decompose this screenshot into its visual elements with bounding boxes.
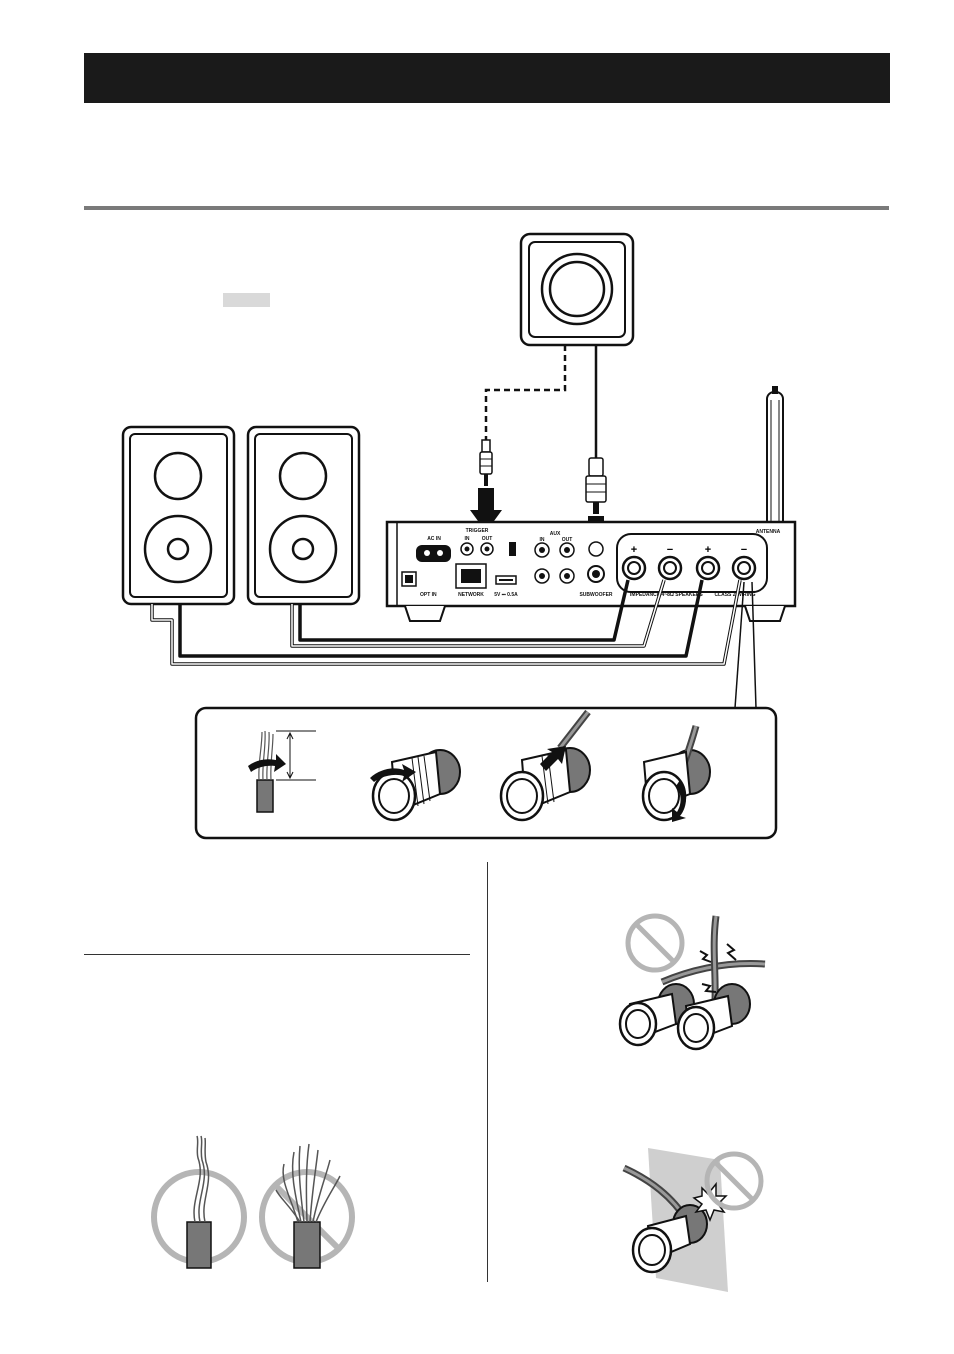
trigger-plug (479, 439, 493, 486)
antenna-label: ANTENNA (756, 529, 781, 535)
section-rule (84, 206, 889, 210)
subwoofer-rca-plug (585, 457, 607, 514)
terminal-minus-label: − (741, 544, 747, 556)
callout-line (751, 581, 757, 709)
terminal-plus-label: + (631, 544, 637, 556)
terminal-minus-label: − (667, 544, 673, 556)
speaker-left-icon (121, 425, 236, 606)
aux-label: AUX (550, 531, 561, 537)
aux-out-label: OUT (562, 537, 573, 543)
subwoofer-icon (519, 232, 635, 347)
ac-in-label: AC IN (427, 536, 441, 542)
terminal-plus-label: + (705, 544, 711, 556)
usb-power-label: 5V ⎓ 0.5A (494, 592, 518, 598)
subwoofer-label: SUBWOOFER (579, 592, 612, 598)
prohibited-wall-contact-icon (622, 1148, 764, 1292)
trigger-cable (484, 345, 567, 440)
terminal-insert-icon (499, 709, 591, 822)
network-label: NETWORK (458, 592, 484, 598)
left-column-rule (84, 954, 470, 955)
amplifier-rear-panel-icon (385, 520, 797, 622)
speakers-label: SPEAKERS (675, 592, 703, 598)
opt-in-label: OPT IN (420, 592, 437, 598)
prohibited-short-circuit-icon (618, 913, 766, 1051)
correct-twisted-wire-icon (151, 1135, 247, 1269)
trigger-in-label: IN (465, 536, 470, 542)
highlight-box (223, 293, 270, 307)
column-divider (487, 862, 488, 1282)
speaker-right-icon (246, 425, 361, 606)
class-wiring-label: CLASS 2 WIRING (714, 592, 755, 598)
stripped-wire-icon (248, 730, 316, 813)
speaker-cables (150, 579, 742, 666)
section-header-bar (84, 53, 890, 103)
callout-line (734, 581, 745, 709)
aux-in-label: IN (540, 537, 545, 543)
wiring-detail-box (194, 706, 778, 840)
trigger-out-label: OUT (482, 536, 493, 542)
prohibited-frayed-wire-icon (259, 1143, 355, 1269)
terminal-loosen-icon (370, 749, 461, 822)
terminal-tighten-icon (641, 725, 711, 822)
trigger-label: TRIGGER (466, 528, 489, 534)
impedance-label: IMPEDANCE 4~8Ω (630, 592, 674, 598)
